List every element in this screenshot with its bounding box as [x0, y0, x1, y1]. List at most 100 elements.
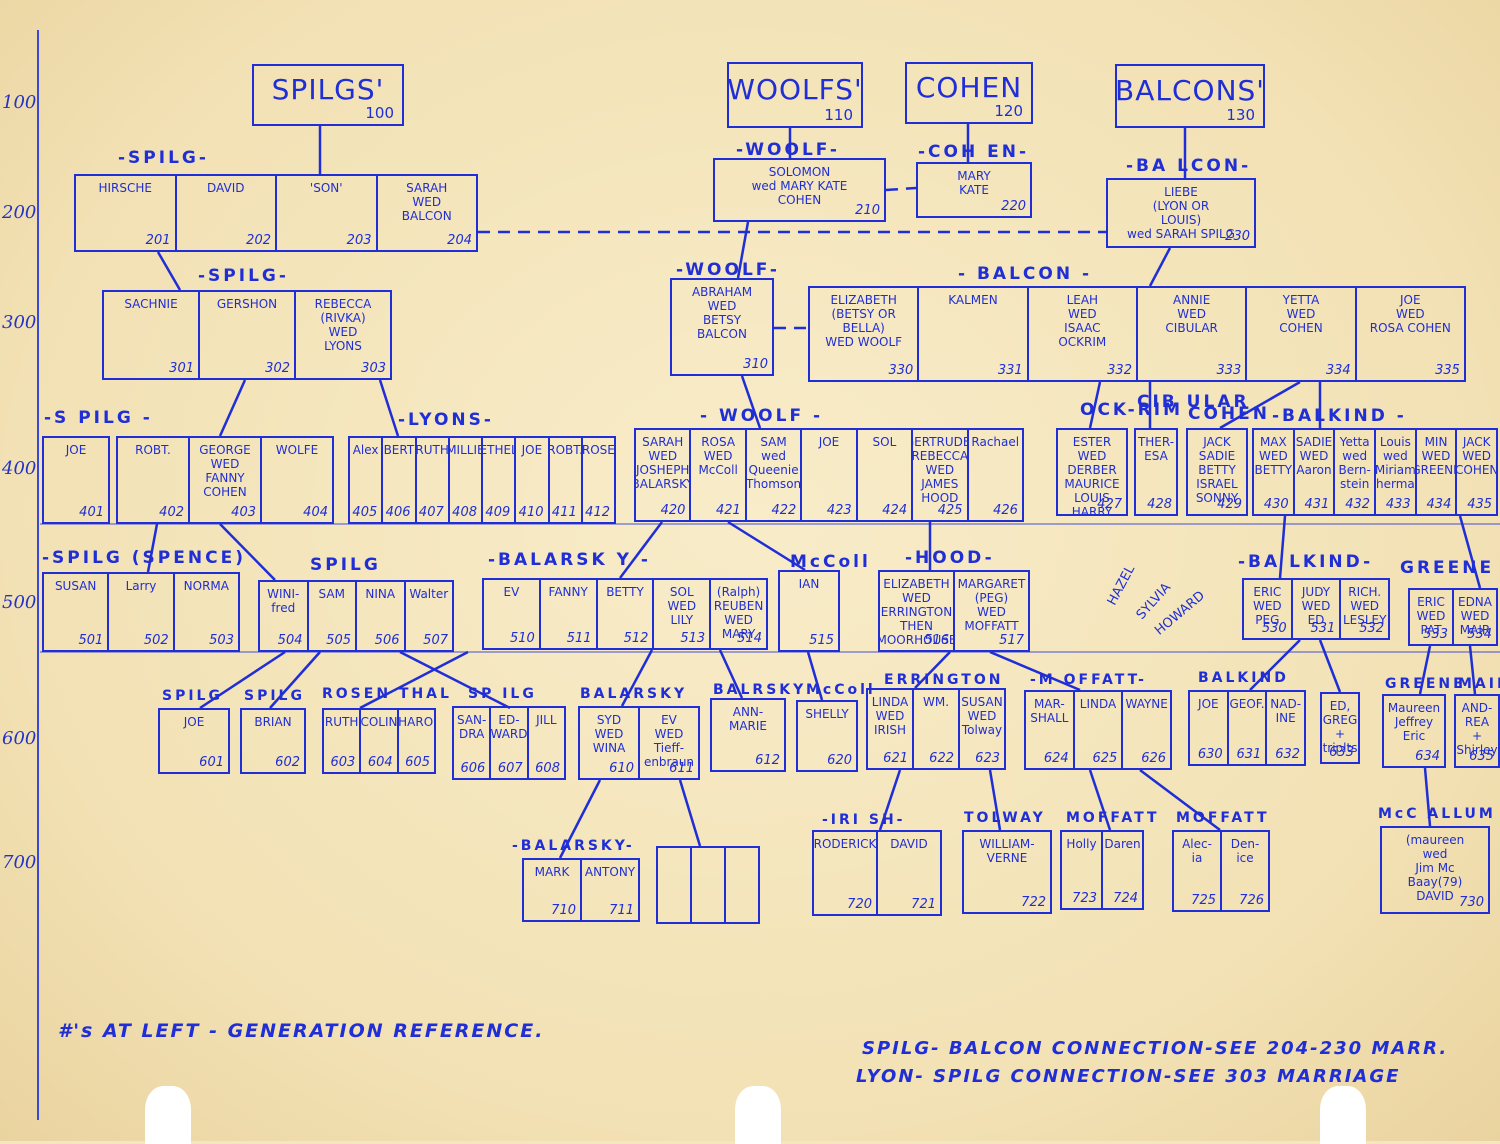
generation-number: 500: [2, 592, 37, 613]
person-name: LIEBE (LYON OR LOUIS) wed SARAH SPILG: [1127, 185, 1235, 241]
person-name: ABRAHAM WED BETSY BALCON: [691, 285, 753, 341]
person-name: IAN: [798, 577, 820, 591]
person-name: MAX WED BETTY: [1254, 435, 1293, 477]
person-number: 203: [346, 233, 372, 248]
person-name: ERIC WED PEG: [1252, 585, 1282, 627]
family-branch-label: - WOOLF -: [700, 406, 824, 426]
family-branch-label: -LYONS-: [398, 410, 494, 430]
connector-line: [219, 523, 276, 581]
generation-number: 700: [2, 852, 37, 873]
person-number: 516: [924, 633, 949, 648]
family-branch-label: -BALARSKY-: [512, 838, 635, 854]
connector-line: [1219, 380, 1301, 430]
family-header-name: SPILGS': [271, 72, 385, 106]
person-number: 633: [1329, 745, 1354, 760]
person-name: HIRSCHE: [98, 181, 152, 195]
connector-line: [359, 650, 469, 710]
family-branch-label: -BALARSK Y -: [488, 550, 651, 570]
family-branch-label: SPILG: [162, 688, 223, 704]
family-branch-label: MOFFATT: [1176, 810, 1270, 826]
family-branch-label: -BALKIND -: [1272, 406, 1407, 426]
person-name: SOLOMON wed MARY KATE COHEN: [751, 165, 848, 207]
person-number: 407: [418, 505, 444, 520]
connector-line: [1148, 247, 1172, 287]
family-branch-label: BALRSKY: [713, 682, 807, 698]
family-branch-label: -SPILG-: [198, 266, 289, 286]
person-number: 406: [385, 505, 411, 520]
person-number: 302: [265, 361, 290, 376]
person-number: 622: [929, 751, 954, 766]
person-name: DAVID: [890, 837, 928, 851]
person-number: 634: [1415, 749, 1440, 764]
person-number: 533: [1423, 627, 1448, 642]
person-number: 730: [1459, 895, 1484, 910]
person-number: 301: [169, 361, 194, 376]
person-number: 220: [1001, 199, 1026, 214]
person-name: JOE WED ROSA COHEN: [1369, 293, 1451, 335]
person-number: 429: [1217, 497, 1242, 512]
person-name: FANNY: [548, 585, 588, 599]
person-number: 621: [883, 751, 908, 766]
family-branch-label: OCK-RIM: [1080, 400, 1184, 420]
person-name: GEORGE WED FANNY COHEN: [199, 443, 251, 499]
connector-line: [218, 379, 247, 437]
person-name: SOL WED LILY: [667, 585, 697, 627]
person-name: ANN- MARIE: [728, 705, 768, 733]
person-number: 503: [209, 633, 234, 648]
person-box: SHARON605: [399, 710, 434, 772]
person-box: 'SON' 203: [277, 176, 378, 250]
person-number: 411: [551, 505, 577, 520]
family-branch-label: GREENE: [1385, 676, 1466, 692]
person-name: EV: [503, 585, 520, 599]
person-number: 420: [660, 503, 686, 518]
person-name: Alec- ia: [1182, 837, 1212, 865]
person-box: [658, 848, 692, 922]
person-number: 604: [367, 755, 393, 770]
person-name: RUTH: [324, 715, 359, 729]
person-number: 303: [361, 361, 386, 376]
connector-line: [1088, 769, 1112, 831]
person-name: 'SON': [309, 181, 343, 195]
person-name: ANTONY: [584, 865, 636, 879]
person-box: SOLOMON wed MARY KATE COHEN 210: [715, 160, 884, 220]
person-number: 501: [78, 633, 104, 648]
person-box: MILLIE408: [450, 438, 483, 522]
person-name: ERIC WED PAT: [1416, 595, 1446, 637]
family-branch-label: -M OFFATT-: [1030, 672, 1147, 688]
person-name: ROSA WED McColl: [698, 435, 738, 477]
person-number: 210: [855, 203, 880, 218]
person-name: NINA: [365, 587, 396, 601]
person-number: 409: [485, 505, 511, 520]
family-branch-label: MAIR: [1458, 676, 1500, 692]
